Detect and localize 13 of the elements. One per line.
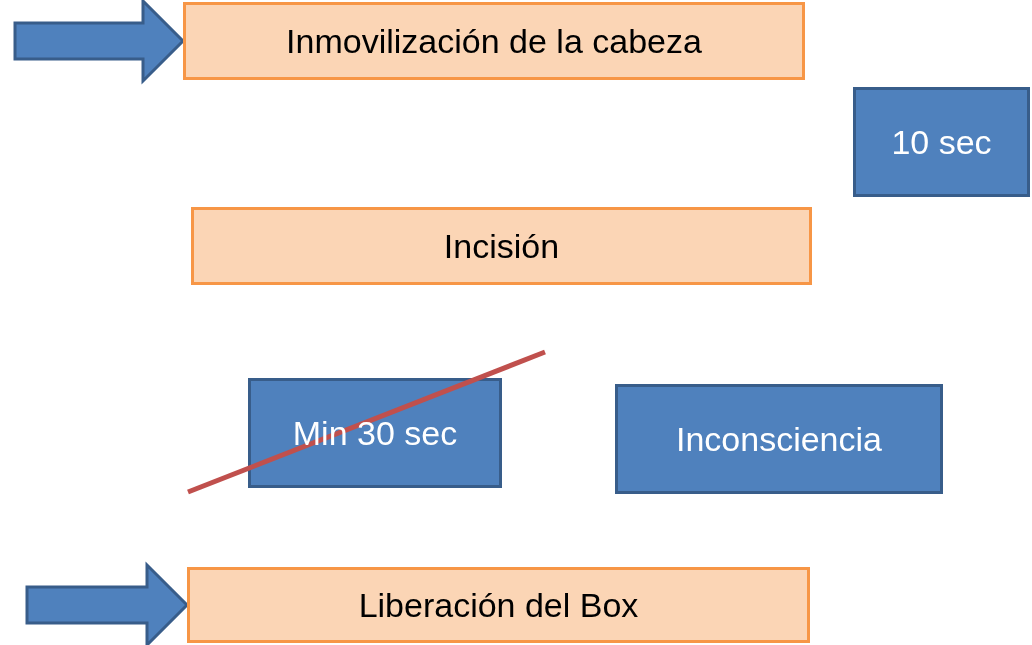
node-label: 10 sec xyxy=(891,122,992,162)
process-box xyxy=(191,207,812,285)
time-box xyxy=(853,87,1030,197)
time-box xyxy=(248,378,502,488)
process-box xyxy=(183,2,805,80)
node-label: Inconsciencia xyxy=(676,419,882,459)
node-label: Inmovilización de la cabeza xyxy=(286,21,702,61)
node-label: Liberación del Box xyxy=(358,585,639,625)
time-box xyxy=(615,384,943,494)
process-box xyxy=(187,567,810,643)
block-arrow xyxy=(13,0,186,85)
block-arrow xyxy=(25,561,190,645)
node-label: Incisión xyxy=(443,226,560,266)
